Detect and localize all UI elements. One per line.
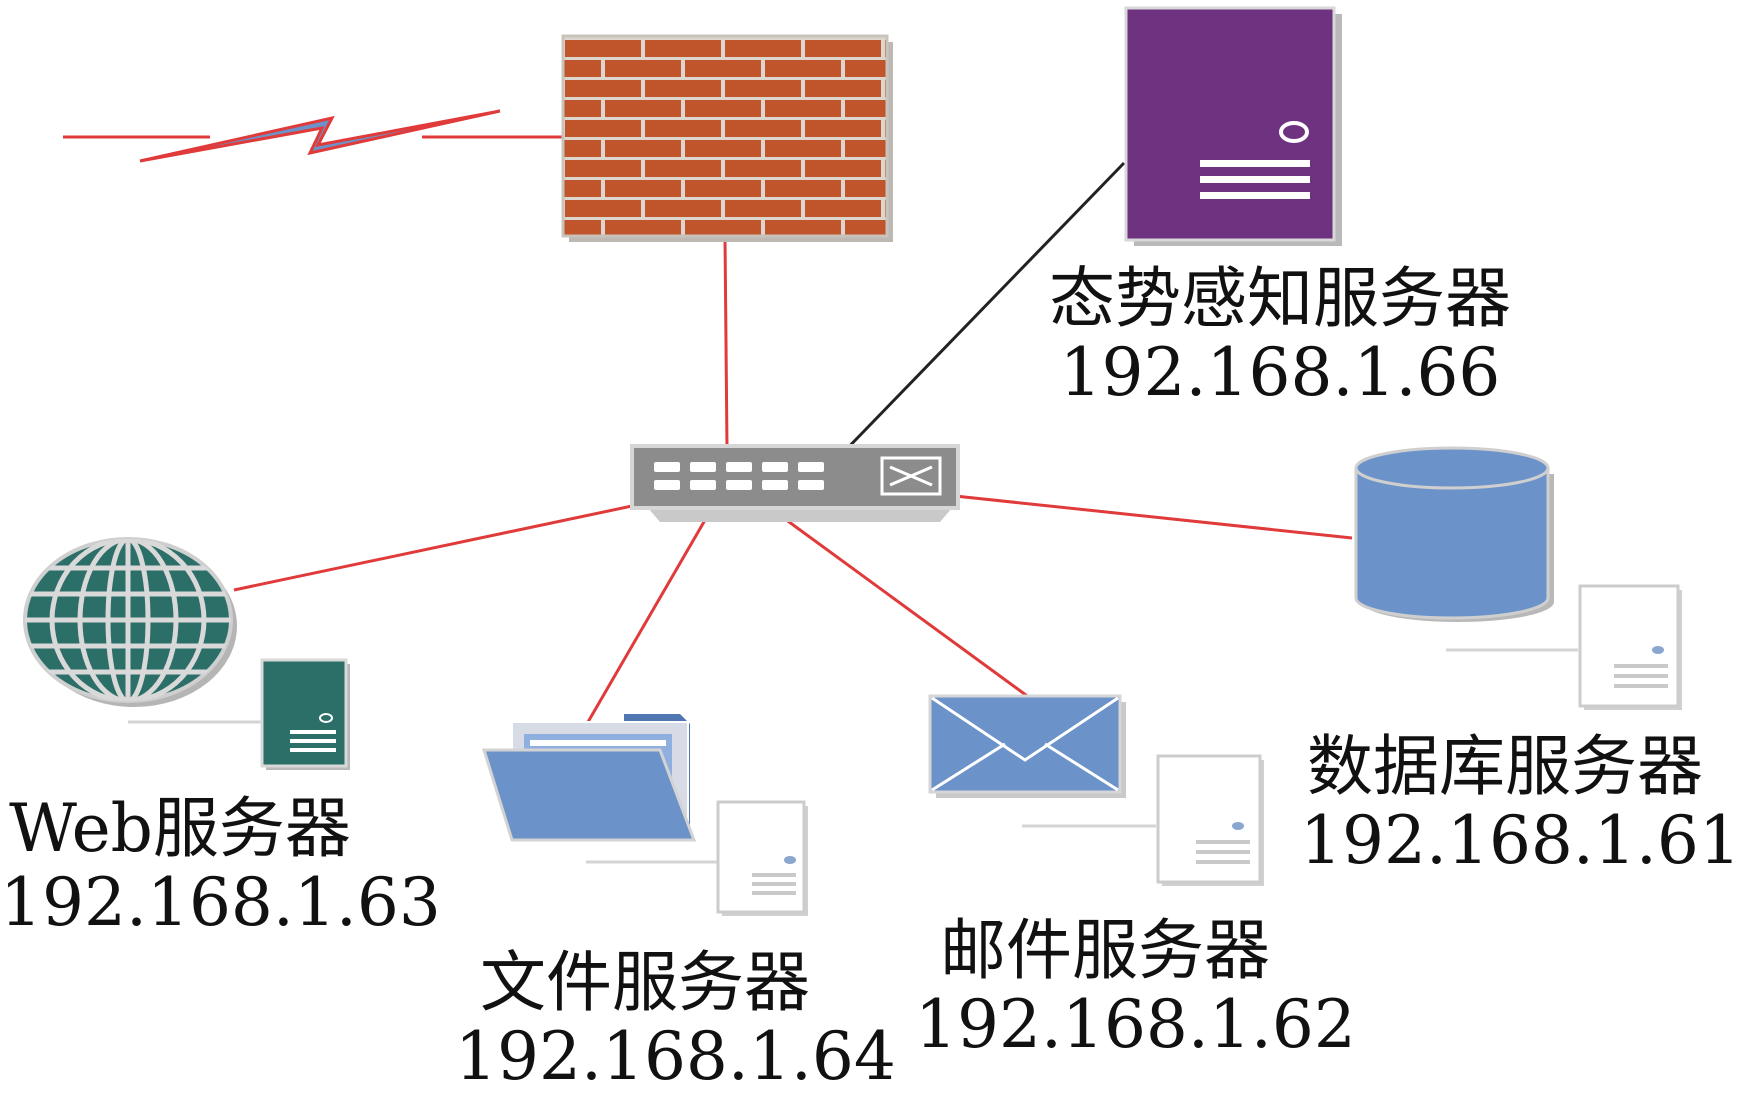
lightning-link-icon — [63, 109, 568, 163]
link-switch-web — [233, 504, 633, 592]
network-topology-diagram: 态势感知服务器 192.168.1.66 Web服务器 192.168.1.63… — [0, 6, 1741, 1094]
server-ip: 192.168.1.61 — [1300, 801, 1741, 879]
link-switch-file — [586, 507, 714, 723]
label-web-server: Web服务器 192.168.1.63 — [0, 790, 441, 941]
server-tower-icon — [586, 800, 808, 916]
folder-icon — [481, 714, 697, 842]
label-monitor-server: 态势感知服务器 192.168.1.66 — [1020, 262, 1540, 410]
server-name: Web服务器 — [9, 790, 351, 867]
links — [233, 161, 1353, 723]
server-name: 态势感知服务器 — [1049, 260, 1511, 337]
label-database-server: 数据库服务器 192.168.1.61 — [1300, 728, 1741, 879]
link-switch-mail — [769, 506, 1031, 700]
link-monitor-switch — [836, 161, 1126, 460]
server-ip: 192.168.1.63 — [0, 863, 441, 941]
server-tower-icon — [1124, 6, 1342, 246]
globe-icon — [23, 537, 237, 707]
database-cylinder-icon — [1354, 446, 1554, 622]
firewall-icon — [561, 34, 893, 242]
server-tower-icon — [1022, 754, 1264, 886]
server-ip: 192.168.1.66 — [1059, 333, 1501, 411]
diagram-canvas — [23, 6, 1682, 916]
server-ip: 192.168.1.62 — [915, 985, 1356, 1063]
server-tower-icon — [128, 658, 350, 770]
server-name: 文件服务器 — [480, 944, 810, 1021]
link-firewall-switch — [723, 237, 729, 449]
server-name: 数据库服务器 — [1307, 728, 1703, 805]
server-ip: 192.168.1.64 — [455, 1017, 896, 1095]
label-mail-server: 邮件服务器 192.168.1.62 — [915, 912, 1356, 1063]
network-switch-icon — [630, 444, 960, 522]
label-file-server: 文件服务器 192.168.1.64 — [455, 944, 896, 1095]
server-name: 邮件服务器 — [940, 912, 1270, 989]
link-switch-database — [954, 494, 1353, 540]
envelope-icon — [928, 694, 1126, 798]
server-tower-icon — [1446, 584, 1682, 710]
